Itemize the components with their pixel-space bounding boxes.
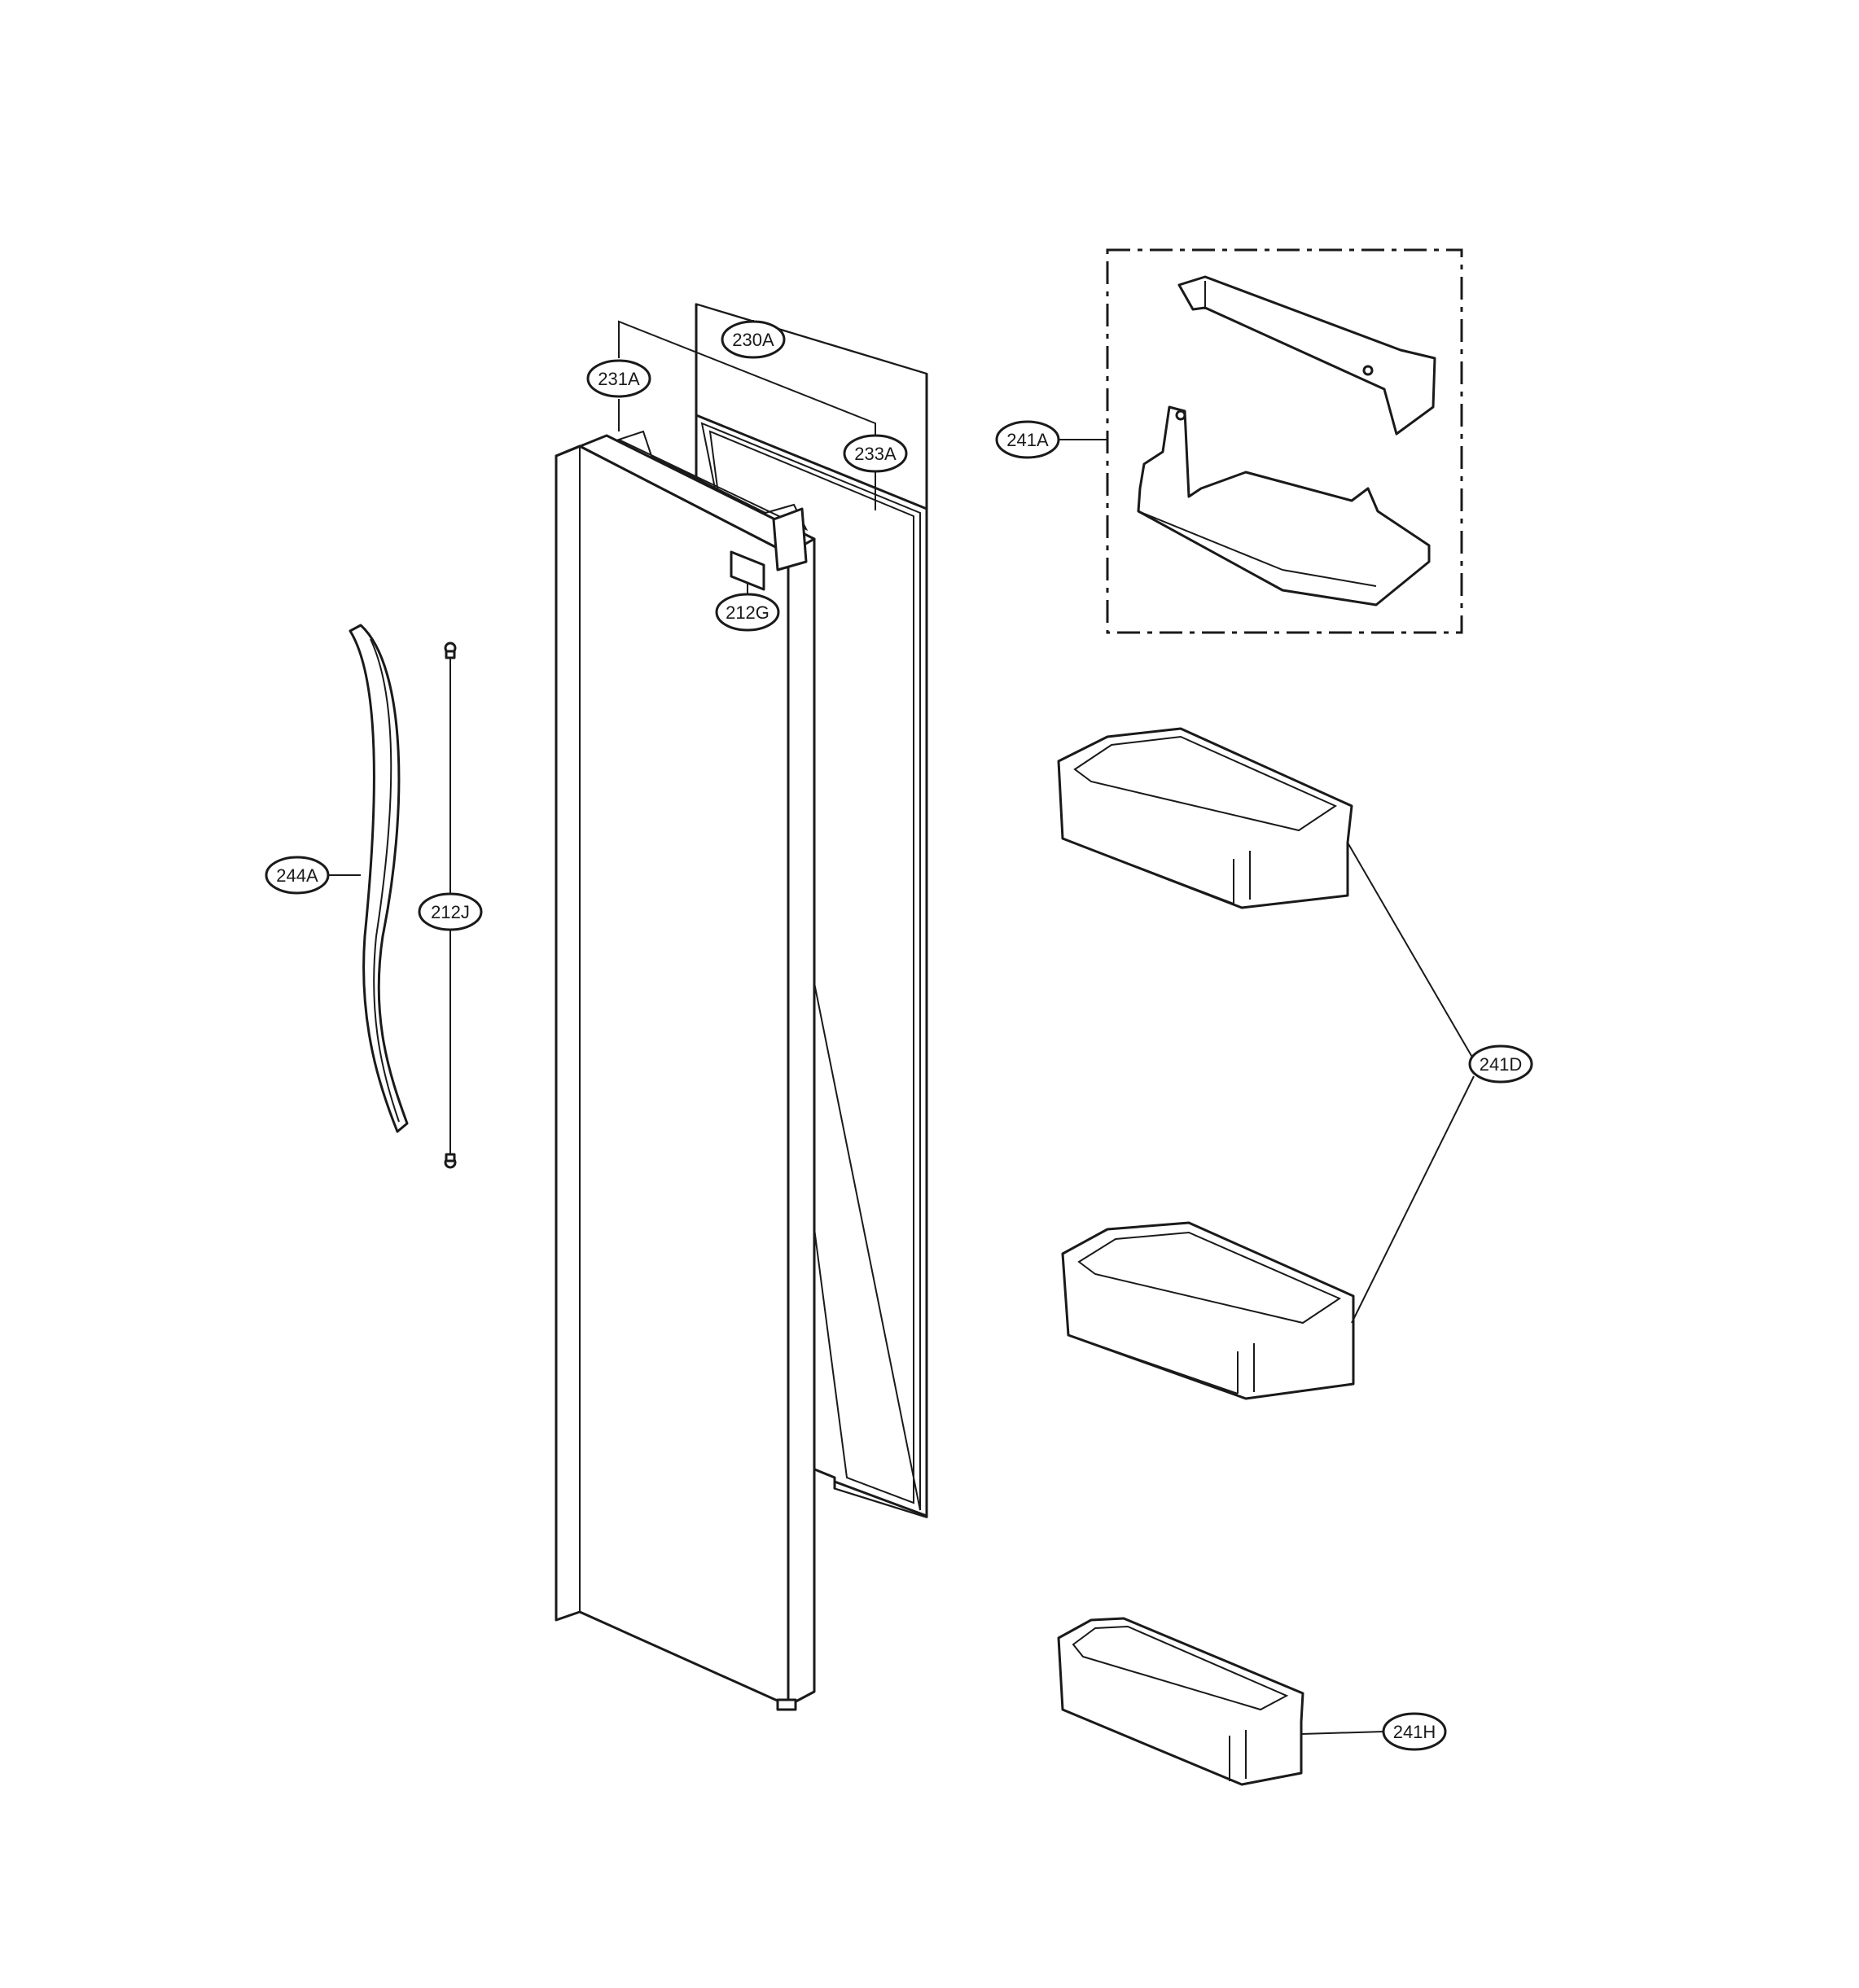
door-panel bbox=[555, 430, 816, 1711]
callout-230a: 230A bbox=[721, 320, 786, 359]
callout-241h: 241H bbox=[1382, 1712, 1447, 1751]
callout-241a: 241A bbox=[995, 420, 1060, 459]
callout-233a-text: 233A bbox=[854, 444, 897, 464]
callout-212j-text: 212J bbox=[431, 902, 470, 922]
basket-small bbox=[1057, 1617, 1385, 1786]
callout-241a-text: 241A bbox=[1006, 430, 1049, 450]
callout-212j: 212J bbox=[418, 892, 483, 931]
callout-212g-text: 212G bbox=[726, 602, 769, 623]
callout-241d-text: 241D bbox=[1480, 1054, 1523, 1075]
callout-233a: 233A bbox=[843, 434, 908, 473]
callout-212g: 212G bbox=[715, 593, 780, 632]
callout-244a-text: 244A bbox=[276, 865, 318, 886]
callout-241d: 241D bbox=[1468, 1044, 1533, 1084]
basket-large-2 bbox=[1061, 1221, 1355, 1400]
basket-large-1 bbox=[1057, 727, 1353, 909]
callout-244a: 244A bbox=[265, 856, 330, 895]
door-handle bbox=[349, 624, 409, 1133]
basket-241d-leaders bbox=[1347, 842, 1475, 1324]
callout-230a-text: 230A bbox=[732, 330, 774, 350]
callout-231a: 231A bbox=[586, 359, 651, 398]
basket-assembly-group bbox=[1059, 248, 1463, 634]
callout-231a-text: 231A bbox=[598, 369, 640, 389]
callout-241h-text: 241H bbox=[1393, 1722, 1436, 1742]
